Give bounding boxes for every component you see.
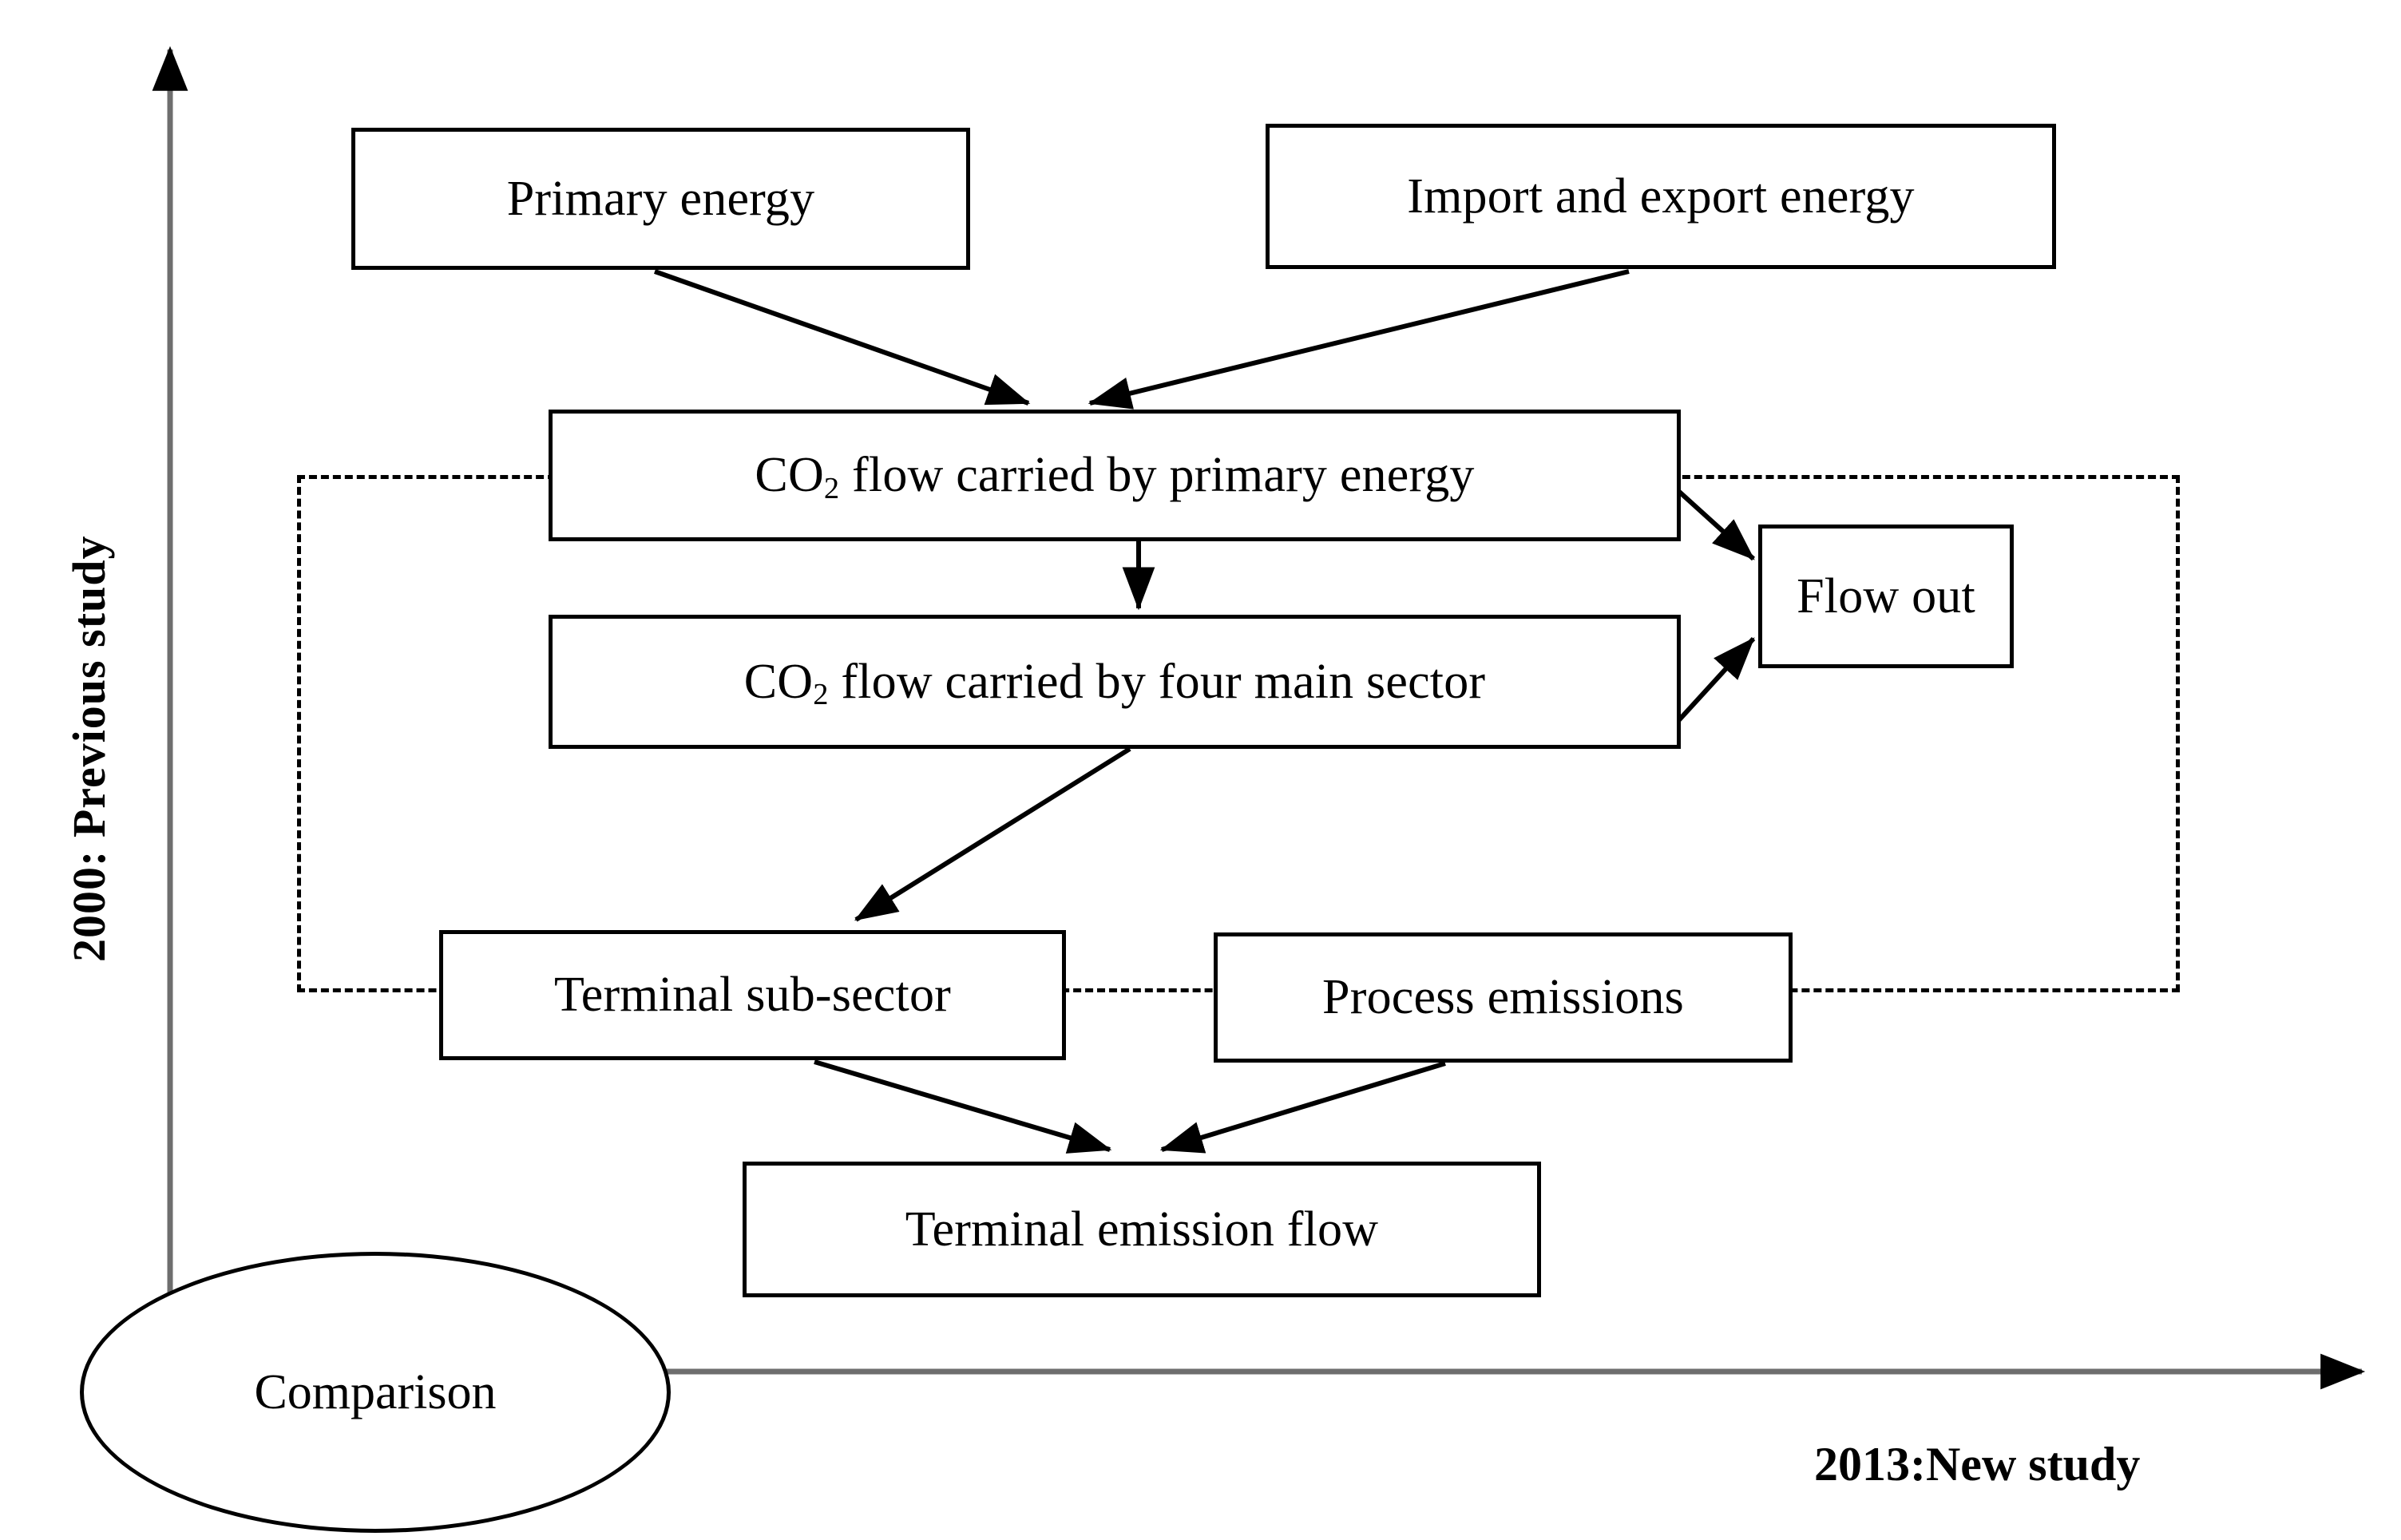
edge-import-export-to-co2-primary — [1088, 269, 1630, 410]
node-process-emissions[interactable]: Process emissions — [1214, 932, 1793, 1063]
node-co2-flow-primary-energy-label: CO2 flow carried by primary energy — [755, 448, 1475, 505]
node-flow-out-label: Flow out — [1797, 568, 1975, 624]
y-axis-label: 2000: Previous study — [63, 535, 115, 962]
node-comparison-label: Comparison — [254, 1364, 497, 1419]
x-axis-label: 2013:New study — [1814, 1438, 2141, 1491]
co2-subscript-primary: 2 — [823, 471, 840, 505]
node-co2-flow-four-main-sector-label: CO2 flow carried by four main sector — [743, 654, 1486, 712]
edge-primary-energy-to-co2-primary — [654, 269, 1031, 406]
co2-subscript-four-sector: 2 — [813, 678, 829, 712]
node-primary-energy[interactable]: Primary energy — [351, 128, 970, 270]
node-co2-flow-four-main-sector[interactable]: CO2 flow carried by four main sector — [549, 615, 1681, 749]
node-import-and-export-energy[interactable]: Import and export energy — [1266, 124, 2056, 269]
node-terminal-emission-flow-label: Terminal emission flow — [905, 1202, 1379, 1257]
node-co2-flow-primary-energy[interactable]: CO2 flow carried by primary energy — [549, 410, 1681, 541]
node-terminal-sub-sector[interactable]: Terminal sub-sector — [439, 930, 1066, 1060]
edge-terminal-sub-sector-to-terminal-emission — [814, 1059, 1112, 1154]
node-primary-energy-label: Primary energy — [506, 171, 815, 226]
node-import-and-export-energy-label: Import and export energy — [1407, 168, 1915, 224]
edge-process-emissions-to-terminal-emission — [1159, 1061, 1446, 1154]
node-terminal-sub-sector-label: Terminal sub-sector — [553, 968, 951, 1023]
node-terminal-emission-flow[interactable]: Terminal emission flow — [743, 1162, 1541, 1297]
node-process-emissions-label: Process emissions — [1322, 970, 1684, 1025]
node-flow-out[interactable]: Flow out — [1758, 525, 2014, 668]
node-comparison[interactable]: Comparison — [80, 1252, 671, 1533]
